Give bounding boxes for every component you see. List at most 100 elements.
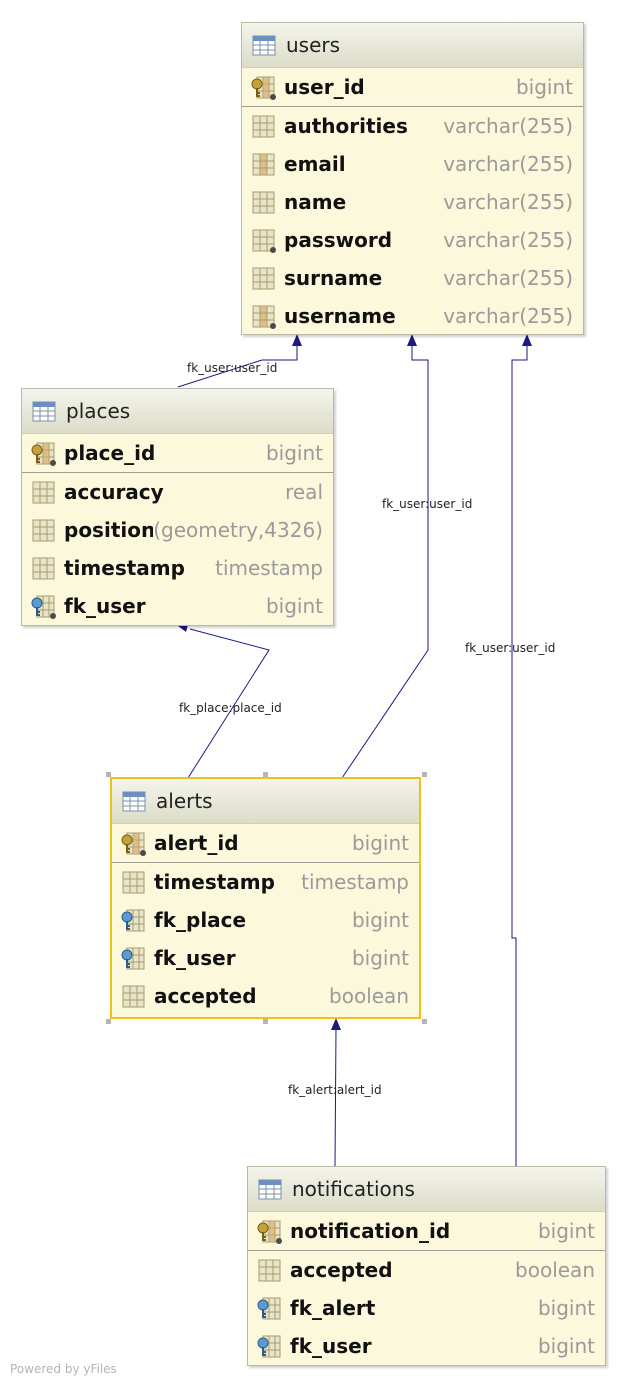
selection-handle[interactable]: [263, 1019, 268, 1024]
column-name: email: [284, 152, 346, 176]
column-type: boolean: [515, 1251, 595, 1289]
column-type: timestamp: [301, 863, 409, 901]
column-name: accepted: [290, 1258, 393, 1282]
column-type: varchar(255): [443, 259, 573, 297]
column-icon: [32, 557, 55, 579]
column-type: bigint: [537, 1212, 595, 1250]
column-type: bigint: [537, 1327, 595, 1365]
column-type: bigint: [351, 939, 409, 977]
column-row[interactable]: password varchar(255): [242, 221, 583, 259]
table-places[interactable]: places place_id bigint accuracy real pos…: [21, 388, 334, 626]
column-name: name: [284, 190, 347, 214]
column-type: varchar(255): [443, 183, 573, 221]
column-row[interactable]: notification_id bigint: [248, 1212, 605, 1251]
edge-alerts-places[interactable]: [187, 628, 270, 779]
column-name: alert_id: [154, 831, 239, 855]
column-row[interactable]: fk_user bigint: [22, 587, 333, 625]
edge-places-users[interactable]: [177, 342, 298, 388]
column-icon: [32, 481, 55, 503]
column-row[interactable]: email varchar(255): [242, 145, 583, 183]
column-type: (geometry,4326): [153, 511, 323, 549]
column-icon: [32, 519, 55, 541]
selection-handle[interactable]: [422, 772, 427, 777]
column-type: bigint: [265, 434, 323, 472]
arrowhead-alerts: [331, 1018, 341, 1030]
edge-label-alerts-users: fk_user:user_id: [382, 497, 473, 511]
column-name: user_id: [284, 75, 365, 99]
primary-key-column-icon: [251, 76, 276, 100]
edge-alerts-users[interactable]: [341, 342, 429, 779]
column-icon: [122, 871, 145, 893]
arrowhead-users-3: [522, 334, 532, 346]
column-type: bigint: [351, 824, 409, 862]
edge-notifications-users[interactable]: [511, 342, 528, 1166]
edge-label-alerts-places: fk_place:place_id: [179, 701, 282, 715]
column-row[interactable]: accuracy real: [22, 473, 333, 511]
column-type: varchar(255): [443, 145, 573, 183]
table-header: notifications: [248, 1167, 605, 1212]
column-row[interactable]: timestamp timestamp: [22, 549, 333, 587]
foreign-key-column-icon: [121, 947, 145, 969]
column-type: bigint: [537, 1289, 595, 1327]
column-row[interactable]: fk_user bigint: [248, 1327, 605, 1365]
table-icon: [32, 401, 56, 421]
primary-key-column-icon: [121, 832, 146, 856]
edge-label-notifications-users: fk_user:user_id: [465, 641, 556, 655]
column-row[interactable]: accepted boolean: [112, 977, 419, 1015]
column-name: password: [284, 228, 393, 252]
column-name: fk_user: [154, 946, 236, 970]
column-type: timestamp: [215, 549, 323, 587]
column-icon: [258, 1259, 281, 1281]
table-icon: [122, 791, 146, 811]
column-type: varchar(255): [443, 297, 573, 334]
table-users[interactable]: users user_id bigint authorities varchar…: [241, 22, 584, 335]
edge-notifications-alerts[interactable]: [334, 1027, 337, 1167]
column-row[interactable]: position (geometry,4326): [22, 511, 333, 549]
table-icon: [258, 1179, 282, 1199]
column-row[interactable]: place_id bigint: [22, 434, 333, 473]
column-name: accepted: [154, 984, 257, 1008]
table-alerts[interactable]: alerts alert_id bigint timestamp timesta…: [110, 777, 421, 1019]
column-row[interactable]: timestamp timestamp: [112, 863, 419, 901]
column-row[interactable]: username varchar(255): [242, 297, 583, 334]
column-icon: [122, 985, 145, 1007]
table-header: users: [242, 23, 583, 68]
column-row[interactable]: fk_user bigint: [112, 939, 419, 977]
table-header: places: [22, 389, 333, 434]
column-name: fk_alert: [290, 1296, 376, 1320]
column-name: authorities: [284, 114, 408, 138]
table-header: alerts: [112, 779, 419, 824]
selection-handle[interactable]: [106, 772, 111, 777]
column-type: bigint: [351, 901, 409, 939]
table-icon: [252, 35, 276, 55]
column-row[interactable]: user_id bigint: [242, 68, 583, 107]
selection-handle[interactable]: [422, 1019, 427, 1024]
arrowhead-users-2: [407, 334, 417, 346]
edge-label-notifications-alerts: fk_alert:alert_id: [288, 1083, 382, 1097]
foreign-key-column-icon: [257, 1335, 281, 1357]
unique-column-icon: [252, 153, 275, 175]
column-name: place_id: [64, 441, 156, 465]
column-row[interactable]: fk_place bigint: [112, 901, 419, 939]
column-row[interactable]: fk_alert bigint: [248, 1289, 605, 1327]
column-row[interactable]: accepted boolean: [248, 1251, 605, 1289]
primary-key-column-icon: [257, 1220, 282, 1244]
column-row[interactable]: alert_id bigint: [112, 824, 419, 863]
table-name: users: [286, 33, 341, 57]
selection-handle[interactable]: [263, 772, 268, 777]
table-notifications[interactable]: notifications notification_id bigint acc…: [247, 1166, 606, 1366]
unique-not-null-column-icon: [252, 305, 276, 329]
selection-handle[interactable]: [106, 1019, 111, 1024]
column-type: real: [285, 473, 323, 511]
column-type: varchar(255): [443, 221, 573, 259]
column-row[interactable]: surname varchar(255): [242, 259, 583, 297]
column-row[interactable]: name varchar(255): [242, 183, 583, 221]
column-type: bigint: [515, 68, 573, 106]
column-name: accuracy: [64, 480, 164, 504]
primary-key-column-icon: [31, 442, 56, 466]
column-row[interactable]: authorities varchar(255): [242, 107, 583, 145]
arrowhead-users-1: [292, 334, 302, 346]
column-type: varchar(255): [443, 107, 573, 145]
table-name: places: [66, 399, 131, 423]
